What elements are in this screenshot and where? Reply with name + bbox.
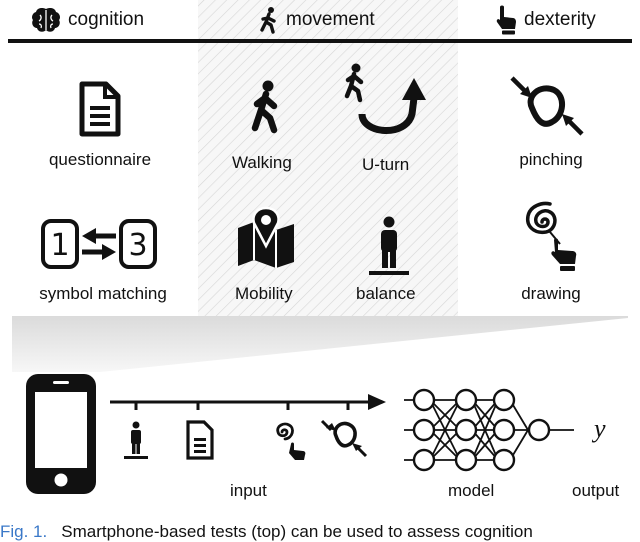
label-uturn: U-turn [362,155,410,174]
header-cognition: cognition [30,4,144,36]
label-output: output [572,481,620,500]
label-symbol-matching: symbol matching [39,284,167,303]
walking-icon [251,80,278,134]
header-movement-label: movement [286,9,375,30]
label-walking: Walking [232,153,292,172]
spiral-mini-icon [276,422,306,460]
pinch-icon [510,76,584,136]
balance-mini-icon [124,421,148,459]
label-input: input [230,481,267,500]
output-y: y [594,414,606,443]
pinch-mini-icon [320,419,368,458]
smartphone-icon [26,374,96,494]
header-dexterity-label: dexterity [524,9,596,30]
hand-pointer-icon [496,5,516,35]
label-drawing: drawing [521,284,581,303]
figure-caption: Fig. 1. Smartphone-based tests (top) can … [0,522,533,542]
runner-icon [260,7,276,34]
header-rule [8,39,632,43]
label-balance: balance [356,284,416,303]
document-mini-icon [186,420,214,460]
caption-text: Smartphone-based tests (top) can be used… [61,522,533,541]
label-questionnaire: questionnaire [48,150,152,169]
u-turn-icon [344,63,426,134]
header-cognition-label: cognition [68,9,145,30]
balance-icon [369,216,409,275]
input-timeline [110,394,386,460]
document-icon [79,81,121,137]
label-pinching: pinching [519,150,583,169]
projection-fan [12,316,628,372]
neural-network-icon [404,388,574,472]
spiral-drawing-icon [525,201,577,271]
header-dexterity: dexterity [494,4,596,36]
symbol-right: 3 [128,228,147,263]
symbol-left: 1 [50,228,69,263]
header-movement: movement [258,4,375,36]
label-mobility: Mobility [235,284,293,303]
symbol-matching-icon: 1 3 [41,219,157,269]
brain-icon [32,8,60,32]
map-pin-icon [238,206,294,268]
label-model: model [448,481,495,500]
figure-number: Fig. 1. [0,522,48,541]
